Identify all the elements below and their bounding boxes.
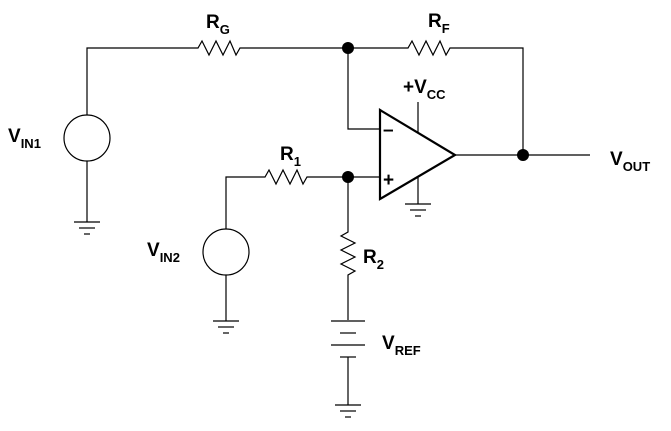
label-vout: VOUT — [610, 149, 650, 174]
vin2-source-symbol — [202, 228, 250, 276]
vin2-top-wire — [225, 176, 260, 229]
label-r2: R2 — [363, 247, 384, 272]
resistor-r1 — [260, 168, 348, 186]
label-vref: VREF — [382, 333, 421, 358]
resistor-r2 — [339, 177, 357, 320]
vin1-source-symbol — [63, 114, 111, 162]
label-vcc: +VCC — [403, 77, 446, 102]
vref-battery-symbol — [331, 320, 365, 358]
junction-node-output — [517, 149, 529, 161]
ground-icon — [74, 221, 100, 235]
vin1-top-wire — [86, 47, 178, 115]
ground-icon — [213, 320, 239, 334]
label-vin2: VIN2 — [147, 240, 180, 265]
label-r1: R1 — [280, 144, 301, 169]
inverting-input-wire — [347, 48, 380, 130]
resistor-rf — [348, 39, 524, 155]
label-vin1: VIN1 — [8, 126, 41, 151]
label-inverting-input: – — [383, 120, 394, 141]
label-noninverting-input: + — [383, 170, 394, 191]
ground-icon — [335, 404, 361, 418]
label-rf: RF — [428, 11, 450, 36]
label-rg: RG — [206, 12, 230, 37]
ground-icon — [405, 203, 431, 217]
resistor-rg — [178, 39, 348, 57]
